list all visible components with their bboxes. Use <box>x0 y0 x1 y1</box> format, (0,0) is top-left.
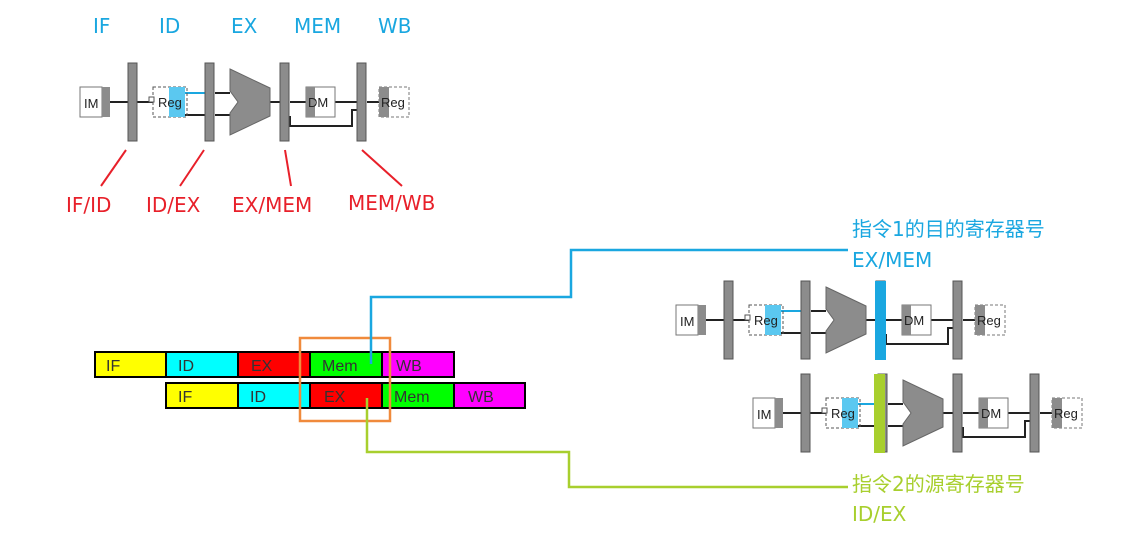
pointer-id-ex <box>179 149 205 187</box>
row2-id-text: ID <box>250 389 266 406</box>
row2-ex-text: EX <box>324 389 346 406</box>
row1-if-text: IF <box>106 358 120 375</box>
timing-row-1: IF ID EX Mem WB <box>94 351 455 378</box>
register-label-if-id: IF/ID <box>66 193 112 217</box>
register-label-id-ex: ID/EX <box>146 193 201 217</box>
row1-mem-text: Mem <box>322 358 358 375</box>
row1-if-cell <box>94 351 167 378</box>
instr2-id-ex-highlight <box>874 374 885 453</box>
row1-ex-cell <box>237 351 311 378</box>
row2-wb-text: WB <box>468 389 494 406</box>
register-label-ex-mem: EX/MEM <box>232 193 313 217</box>
top-datapath <box>79 62 410 142</box>
row1-wb-cell <box>381 351 455 378</box>
instr2-src-reg-title: 指令2的源寄存器号 <box>852 472 1025 496</box>
row2-if-text: IF <box>178 389 192 406</box>
timing-row-2: IF ID EX Mem WB <box>165 382 526 409</box>
stage-label-if: IF <box>93 14 111 38</box>
stage-label-ex: EX <box>231 14 258 38</box>
stage-label-mem: MEM <box>294 14 342 38</box>
instr1-ex-mem-highlight <box>875 281 886 360</box>
instr2-datapath <box>752 373 1083 453</box>
row1-id-cell <box>165 351 239 378</box>
pointer-if-id <box>100 149 127 187</box>
stage-label-wb: WB <box>378 14 412 38</box>
row2-wb-cell <box>453 382 526 409</box>
hazard-highlight-box <box>298 336 392 423</box>
instr1-dest-reg-title: 指令1的目的寄存器号 <box>852 217 1045 241</box>
row2-ex-cell <box>309 382 383 409</box>
row2-mem-text: Mem <box>394 389 430 406</box>
row2-id-cell <box>237 382 311 409</box>
instr1-ex-mem-label: EX/MEM <box>852 248 933 272</box>
pointer-ex-mem <box>284 149 292 187</box>
row2-mem-cell <box>381 382 455 409</box>
instr1-connector-line <box>369 248 848 364</box>
instr1-datapath <box>675 280 1006 360</box>
instr2-id-ex-label: ID/EX <box>852 502 907 526</box>
instr2-connector-line <box>365 398 848 489</box>
row2-if-cell <box>165 382 239 409</box>
pointer-mem-wb <box>361 149 403 187</box>
row1-wb-text: WB <box>396 358 422 375</box>
row1-id-text: ID <box>178 358 194 375</box>
row1-ex-text: EX <box>251 358 273 375</box>
stage-label-id: ID <box>159 14 181 38</box>
register-label-mem-wb: MEM/WB <box>348 191 436 215</box>
